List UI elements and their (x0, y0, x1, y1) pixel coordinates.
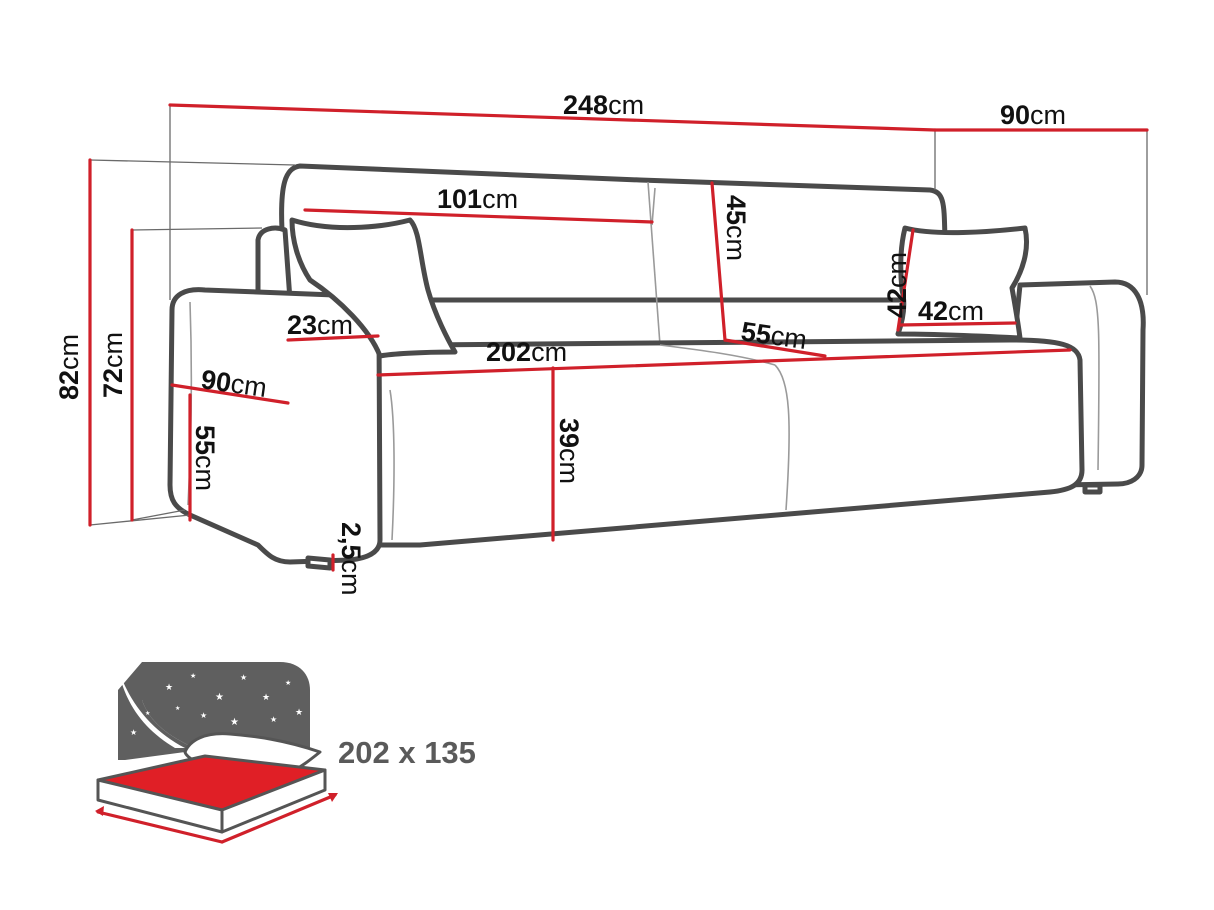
stars: ★ ★ ★ ★ ★ ★ ★ ★ ★ ★ ★ ★ ★ ★ (130, 672, 303, 742)
svg-text:★: ★ (175, 705, 180, 712)
label-seat-front-height: 39cm (554, 418, 584, 484)
label-pillow-width: 42cm (918, 296, 984, 326)
night-sky-panel (142, 662, 310, 750)
svg-text:★: ★ (295, 708, 303, 718)
label-back-cushion-width: 101cm (437, 184, 518, 214)
left-arm-back (255, 225, 293, 303)
sleeping-area-icon: ★ ★ ★ ★ ★ ★ ★ ★ ★ ★ ★ ★ ★ ★ 202 x 135 (95, 662, 476, 844)
measure-lines (88, 103, 1149, 572)
svg-text:★: ★ (200, 711, 207, 720)
left-pillow (289, 217, 458, 359)
label-depth: 90cm (1000, 100, 1066, 130)
left-armrest (167, 287, 383, 565)
label-arm-depth: 90cm (199, 364, 269, 403)
svg-text:★: ★ (270, 715, 277, 724)
svg-text:★: ★ (215, 692, 224, 703)
label-seat-depth: 55cm (739, 316, 809, 355)
svg-text:★: ★ (130, 728, 137, 737)
sleeping-area-label: 202 x 135 (338, 735, 476, 770)
svg-text:★: ★ (145, 710, 150, 717)
label-back-height: 45cm (721, 195, 751, 261)
label-armrest-height: 72cm (98, 332, 128, 398)
label-armrest-width: 23cm (287, 310, 353, 340)
label-pillow-height: 42cm (882, 252, 912, 318)
svg-text:★: ★ (240, 673, 247, 682)
label-seat-width: 202cm (486, 337, 567, 367)
svg-text:★: ★ (165, 683, 173, 693)
label-leg-height: 2,5cm (336, 522, 366, 596)
bed-width-arrow (96, 810, 224, 844)
bed-length-arrow (220, 793, 337, 844)
dimension-labels: 248cm 90cm 101cm 23cm 202cm 55cm 42cm 90… (54, 90, 1066, 596)
svg-text:★: ★ (190, 672, 196, 680)
label-seat-height: 55cm (190, 425, 220, 491)
sofa-illustration (167, 163, 1146, 571)
label-total-width: 248cm (563, 90, 644, 120)
svg-text:★: ★ (230, 717, 239, 728)
extension-lines (89, 105, 1148, 526)
label-total-height: 82cm (54, 334, 84, 400)
svg-text:★: ★ (262, 693, 270, 703)
svg-text:★: ★ (285, 679, 291, 687)
